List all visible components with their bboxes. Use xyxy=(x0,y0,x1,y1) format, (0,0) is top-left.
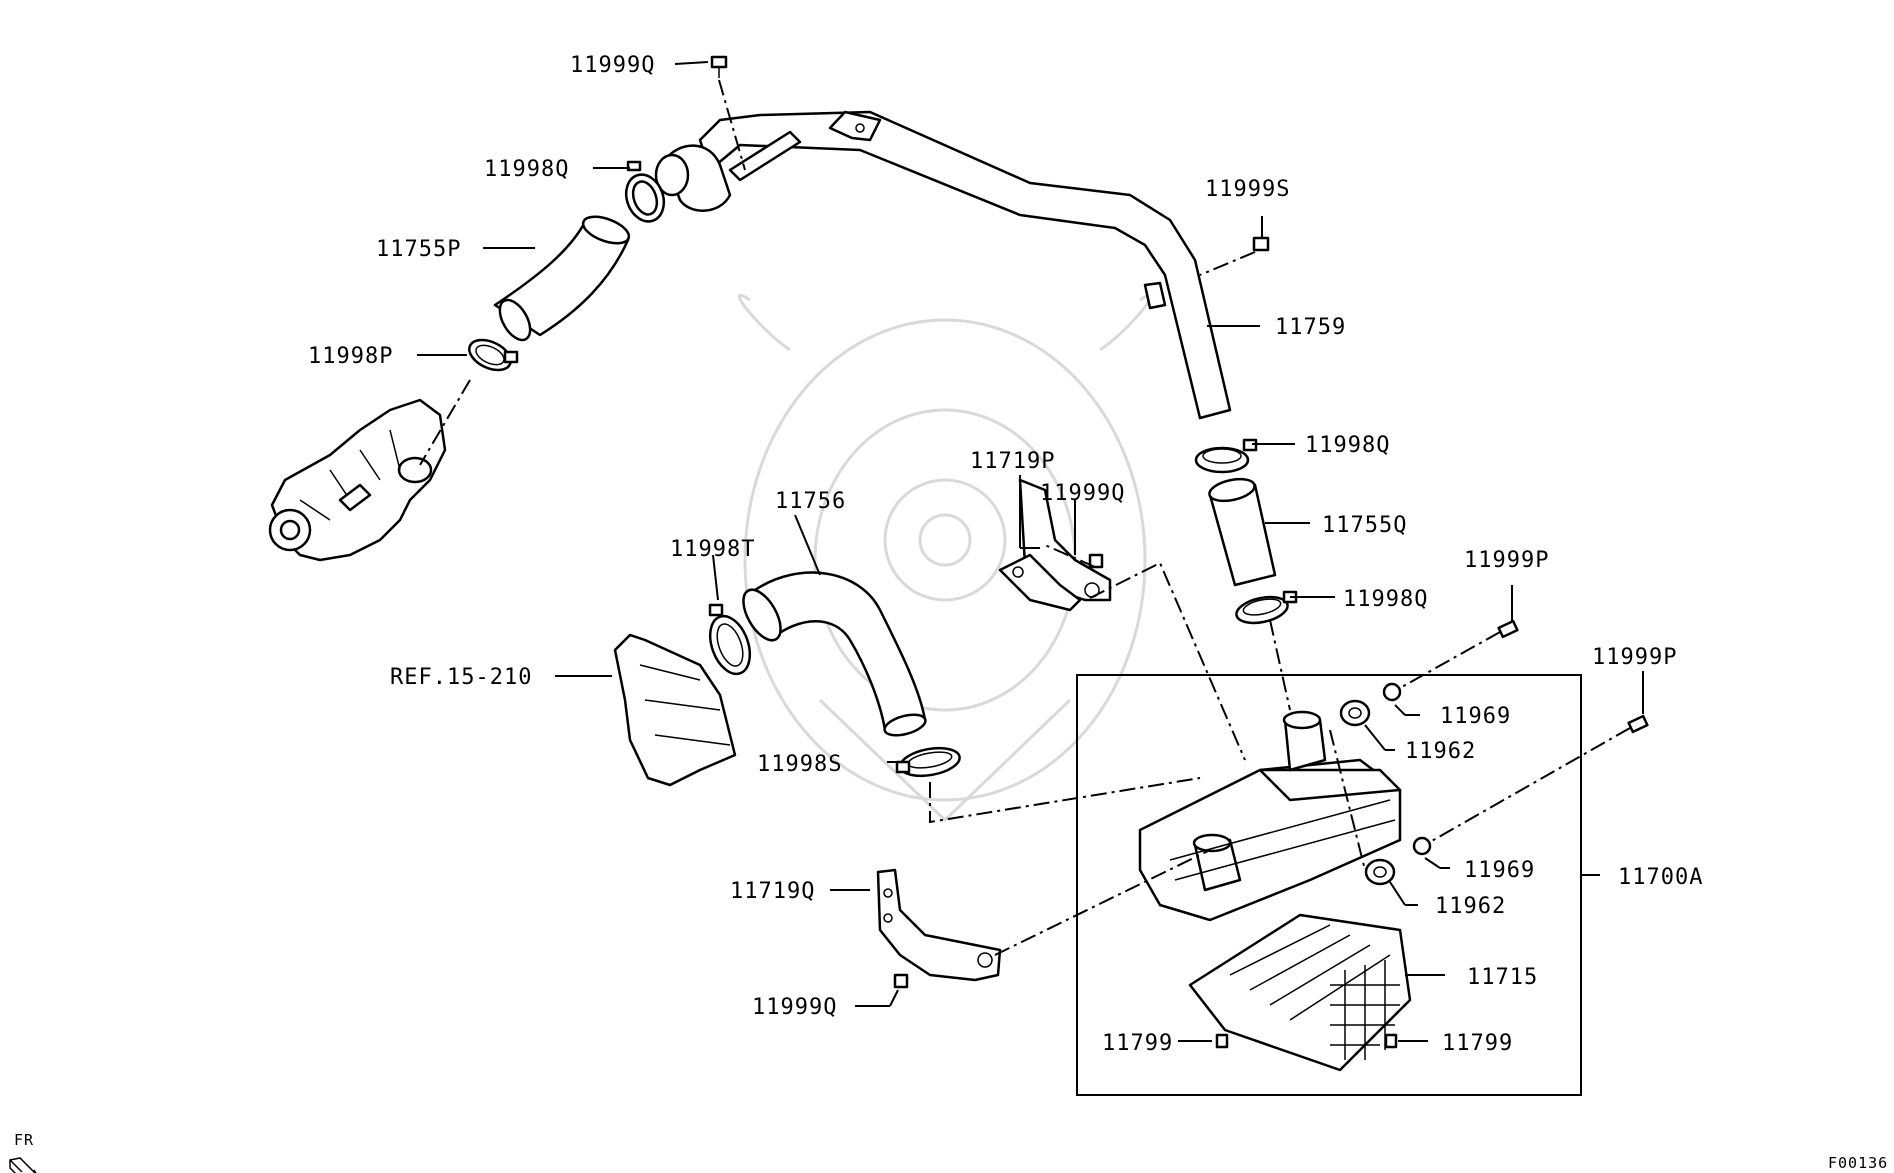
bracket-11719Q xyxy=(876,868,1002,982)
intercooler-pipe-11759 xyxy=(654,110,1232,420)
hose-clamp-11998Q-low xyxy=(1235,590,1298,625)
intercooler-assembly-box xyxy=(1076,674,1582,1096)
bolt-11999P-b xyxy=(1627,714,1649,734)
label-11759: 11759 xyxy=(1275,315,1346,340)
bracket-11719P xyxy=(998,478,1112,612)
label-11998Q-low: 11998Q xyxy=(1343,587,1428,612)
figure-code: F00136 xyxy=(1828,1154,1888,1172)
hose-clamp-11998T xyxy=(708,603,752,676)
label-11755P: 11755P xyxy=(376,237,461,262)
bolt-11999Q-low xyxy=(893,973,909,989)
bolt-11999Q-mid xyxy=(1088,553,1104,569)
bolt-11799-a xyxy=(1215,1033,1229,1049)
washer-11969-a xyxy=(1382,682,1402,702)
grommet-11962-a xyxy=(1339,699,1371,727)
washer-11969-b xyxy=(1412,836,1432,856)
front-arrow-icon xyxy=(9,1157,37,1173)
label-11999Q-top: 11999Q xyxy=(570,53,655,78)
hose-clamp-11998Q-top xyxy=(624,160,666,223)
hose-11755P xyxy=(493,215,631,342)
leader-lines xyxy=(417,61,1644,1042)
air-intake-part-ref xyxy=(613,633,737,787)
intercooler-11700A xyxy=(1138,710,1402,922)
label-ref-15-210: REF.15-210 xyxy=(390,665,532,690)
label-11719Q: 11719Q xyxy=(730,879,815,904)
label-11998T: 11998T xyxy=(670,537,755,562)
label-11756: 11756 xyxy=(775,489,846,514)
grommet-11962-b xyxy=(1364,858,1396,886)
label-11799-b: 11799 xyxy=(1442,1031,1513,1056)
label-11799-a: 11799 xyxy=(1102,1031,1173,1056)
label-11962-b: 11962 xyxy=(1435,894,1506,919)
label-11999Q-low: 11999Q xyxy=(752,995,837,1020)
bolt-11999Q-top xyxy=(710,55,728,78)
label-11999P-a: 11999P xyxy=(1464,548,1549,573)
label-11999P-b: 11999P xyxy=(1592,645,1677,670)
hose-11755Q xyxy=(1208,477,1277,587)
hose-clamp-11998Q-mid xyxy=(1194,438,1258,474)
bolt-11999S xyxy=(1252,236,1270,252)
air-guide-11715 xyxy=(1188,913,1412,1072)
label-11969-b: 11969 xyxy=(1464,858,1535,883)
label-11998Q-mid: 11998Q xyxy=(1305,433,1390,458)
front-label: FR xyxy=(14,1131,34,1149)
turbocharger xyxy=(268,398,447,562)
label-11999Q-mid: 11999Q xyxy=(1040,481,1125,506)
label-11998P: 11998P xyxy=(308,344,393,369)
label-11700A: 11700A xyxy=(1618,865,1703,890)
label-11998Q-top: 11998Q xyxy=(484,157,569,182)
bolt-11999P-a xyxy=(1497,619,1519,639)
assembly-lines xyxy=(419,79,1631,956)
front-direction-indicator: FR xyxy=(9,1131,37,1173)
label-11999S: 11999S xyxy=(1205,177,1290,202)
hose-11756 xyxy=(742,571,927,737)
label-11715: 11715 xyxy=(1467,965,1538,990)
label-11969-a: 11969 xyxy=(1440,704,1511,729)
bolt-11799-b xyxy=(1384,1033,1398,1049)
hose-clamp-11998S xyxy=(895,746,961,778)
hose-clamp-11998P xyxy=(468,338,519,372)
label-11719P: 11719P xyxy=(970,449,1055,474)
label-11755Q: 11755Q xyxy=(1322,513,1407,538)
label-11962-a: 11962 xyxy=(1405,739,1476,764)
label-11998S: 11998S xyxy=(757,752,842,777)
